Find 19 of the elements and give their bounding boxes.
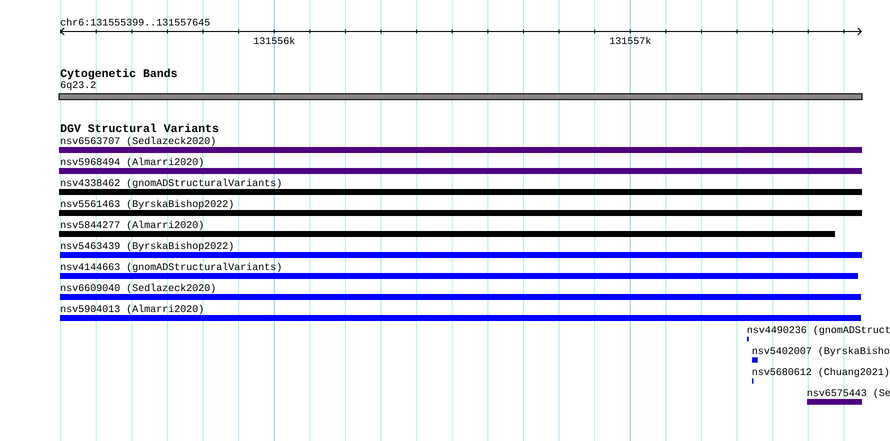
variant-label: nsv6575443 (Se: [808, 388, 890, 398]
variant-label: nsv5680612 (Chuang2021): [752, 368, 888, 378]
track-title: DGV Structural Variants: [60, 124, 218, 132]
variant-label: nsv5561463 (ByrskaBishop2022): [61, 200, 233, 210]
variant-label: nsv5402007 (ByrskaBisho: [752, 346, 890, 356]
region-label: chr6:131555399..131557645: [60, 18, 210, 26]
variant-label: nsv5968494 (Almarri2020): [61, 158, 203, 168]
tick-label: 131557k: [610, 36, 651, 44]
variant-label: nsv5844277 (Almarri2020): [61, 220, 203, 230]
variant-label: nsv4144663 (gnomADStructuralVariants): [61, 262, 281, 272]
variant-label: nsv4338462 (gnomADStructuralVariants): [61, 178, 281, 188]
variant-label: nsv5904013 (Almarri2020): [61, 304, 203, 314]
variant-label: nsv5463439 (ByrskaBishop2022): [61, 242, 233, 252]
track-title: Cytogenetic Bands: [60, 68, 177, 80]
tick-label: 131556k: [254, 36, 295, 44]
variant-label: nsv4490236 (gnomADStruct: [748, 326, 890, 336]
variant-label: nsv6563707 (Sedlazeck2020): [61, 136, 215, 146]
band-label: 6q23.2: [60, 81, 96, 90]
variant-label: nsv6609040 (Sedlazeck2020): [61, 284, 215, 294]
